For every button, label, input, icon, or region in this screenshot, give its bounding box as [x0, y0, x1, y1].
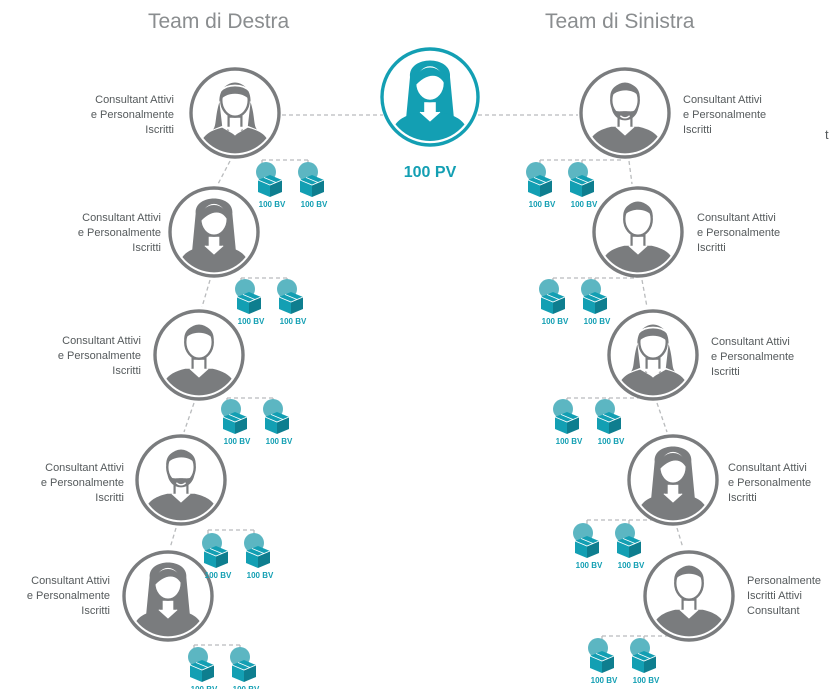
- left-member-3-box-2-icon: [263, 399, 290, 434]
- right-member-3-box-1-icon: [553, 399, 580, 434]
- right-member-2-bv-label-2: 100 BV: [584, 317, 611, 326]
- left-member-2-box-2-icon: [277, 279, 304, 314]
- left-member-1-avatar: [189, 67, 281, 159]
- right-member-3-avatar: [607, 309, 699, 401]
- left-member-4-box-1-icon: [202, 533, 229, 568]
- right-member-2-avatar: [592, 186, 684, 278]
- left-chain-connector-1: [217, 160, 231, 185]
- right-member-3-bv-label-1: 100 BV: [556, 437, 583, 446]
- left-chain-connector-4: [169, 527, 177, 549]
- right-chain-connector-3: [656, 402, 668, 433]
- right-member-4-box-1-icon: [573, 523, 600, 558]
- left-member-1-box-2-icon: [298, 162, 325, 197]
- right-member-1-avatar: [579, 67, 671, 159]
- left-chain-connector-3: [183, 402, 195, 433]
- left-member-4-label: Consultant Attivi e Personalmente Iscrit…: [40, 462, 124, 504]
- left-member-4-box-2-icon: [244, 533, 271, 568]
- header-left-team: Team di Destra: [148, 10, 290, 33]
- left-member-5-box-1-icon: [188, 647, 215, 682]
- right-member-2-box-2-icon: [581, 279, 608, 314]
- left-member-1-bv-label-2: 100 BV: [301, 200, 328, 209]
- right-member-5-bv-label-1: 100 BV: [591, 676, 618, 685]
- right-member-5-box-1-icon: [588, 638, 615, 673]
- left-member-3-label: Consultant Attivi e Personalmente Iscrit…: [57, 335, 141, 377]
- right-member-1-box-1-icon: [526, 162, 553, 197]
- right-chain-connector-2: [641, 279, 648, 308]
- center-pv-label: 100 PV: [404, 164, 457, 181]
- left-member-1-label: Consultant Attivi e Personalmente Iscrit…: [90, 94, 174, 136]
- edge-fragment-text: t: [825, 127, 829, 142]
- left-member-5-bv-label-1: 100 BV: [191, 685, 218, 689]
- left-member-5-bv-label-2: 100 BV: [233, 685, 260, 689]
- left-member-2-bv-label-1: 100 BV: [238, 317, 265, 326]
- center-person-avatar-icon: [380, 47, 480, 147]
- right-member-1-label: Consultant Attivi e Personalmente Iscrit…: [683, 94, 767, 136]
- left-member-3-bv-label-2: 100 BV: [266, 437, 293, 446]
- right-member-1-box-2-icon: [568, 162, 595, 197]
- left-member-1-bv-label-1: 100 BV: [259, 200, 286, 209]
- left-member-1-box-1-icon: [256, 162, 283, 197]
- left-member-3-avatar: [153, 309, 245, 401]
- right-member-4-label: Consultant Attivi e Personalmente Iscrit…: [728, 462, 812, 504]
- left-member-5-box-2-icon: [230, 647, 257, 682]
- left-member-4-bv-label-1: 100 BV: [205, 571, 232, 580]
- left-chain-connector-2: [201, 279, 211, 308]
- right-member-4-avatar: [627, 434, 719, 526]
- right-member-4-bv-label-2: 100 BV: [618, 561, 645, 570]
- right-member-2-box-1-icon: [539, 279, 566, 314]
- left-member-5-label: Consultant Attivi e Personalmente Iscrit…: [26, 575, 110, 617]
- left-member-2-avatar: [168, 186, 260, 278]
- right-member-4-box-2-icon: [615, 523, 642, 558]
- right-member-1-bv-label-2: 100 BV: [571, 200, 598, 209]
- right-member-5-avatar: [643, 550, 735, 642]
- right-member-5-box-2-icon: [630, 638, 657, 673]
- right-member-3-bv-label-2: 100 BV: [598, 437, 625, 446]
- right-member-3-label: Consultant Attivi e Personalmente Iscrit…: [711, 336, 795, 378]
- right-member-5-label: Personalmente Iscritti Attivi Consultant: [747, 575, 821, 617]
- left-member-3-box-1-icon: [221, 399, 248, 434]
- right-member-2-bv-label-1: 100 BV: [542, 317, 569, 326]
- left-member-2-label: Consultant Attivi e Personalmente Iscrit…: [77, 212, 161, 254]
- left-member-4-bv-label-2: 100 BV: [247, 571, 274, 580]
- left-member-4-avatar: [135, 434, 227, 526]
- right-chain-connector-1: [628, 160, 633, 185]
- right-member-1-bv-label-1: 100 BV: [529, 200, 556, 209]
- left-member-2-bv-label-2: 100 BV: [280, 317, 307, 326]
- left-member-3-bv-label-1: 100 BV: [224, 437, 251, 446]
- left-member-2-box-1-icon: [235, 279, 262, 314]
- right-member-2-label: Consultant Attivi e Personalmente Iscrit…: [697, 212, 781, 254]
- left-member-5-avatar: [122, 550, 214, 642]
- right-member-5-bv-label-2: 100 BV: [633, 676, 660, 685]
- right-member-3-box-2-icon: [595, 399, 622, 434]
- right-chain-connector-4: [676, 527, 684, 549]
- header-right-team: Team di Sinistra: [545, 10, 695, 33]
- right-member-4-bv-label-1: 100 BV: [576, 561, 603, 570]
